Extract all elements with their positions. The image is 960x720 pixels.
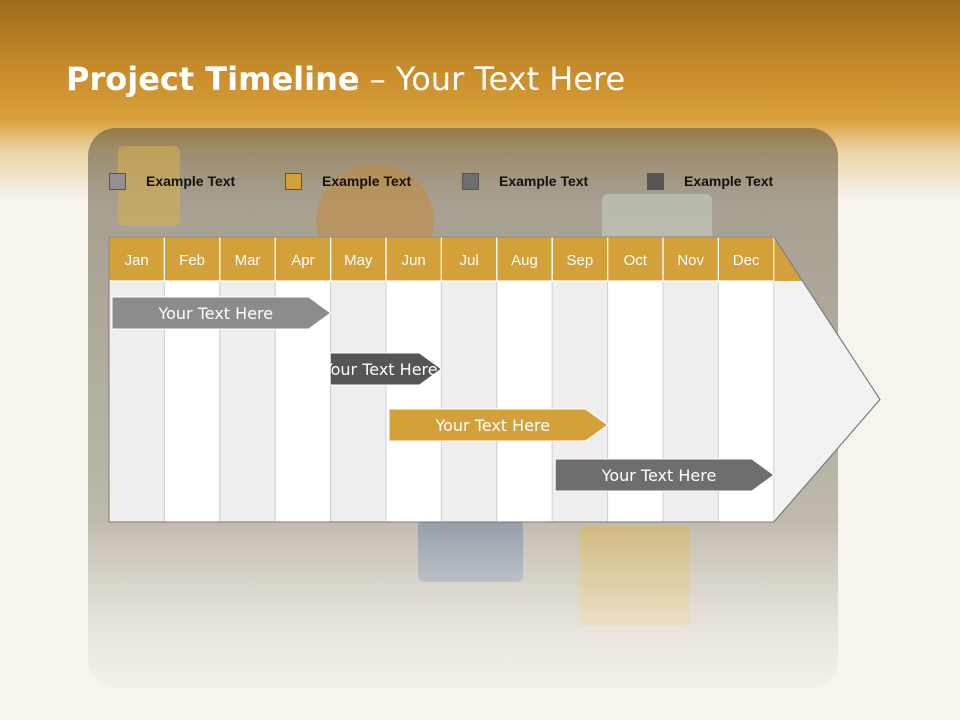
month-label: Nov	[677, 252, 704, 269]
month-label: Feb	[179, 252, 205, 269]
legend-item-1: Example Text	[109, 171, 235, 191]
month-column-jun	[385, 280, 442, 523]
legend-label: Example Text	[322, 173, 412, 189]
sticker-1	[118, 146, 180, 226]
legend-swatch	[462, 172, 479, 190]
month-column-jul	[440, 280, 498, 523]
task-label: Your Text Here	[601, 466, 717, 485]
task-label: Your Text Here	[322, 360, 438, 379]
timeline-arrow-outline	[108, 236, 881, 523]
title-rest-part: – Your Text Here	[359, 60, 626, 98]
legend-swatch	[647, 172, 664, 190]
legend-label: Example Text	[684, 173, 774, 189]
month-label: Jun	[402, 252, 426, 269]
legend-label: Example Text	[499, 173, 589, 189]
title-bold-part: Project Timeline	[66, 60, 360, 98]
task-bar	[329, 352, 443, 386]
legend-item-4: Example Text	[647, 171, 773, 191]
legend-swatch	[109, 172, 126, 190]
legend-label: Example Text	[146, 173, 236, 189]
task-label: Your Text Here	[157, 304, 273, 323]
month-label: Apr	[291, 252, 314, 269]
legend-item-3: Example Text	[462, 171, 588, 191]
legend-item-2: Example Text	[285, 171, 411, 191]
month-label: Jan	[125, 252, 149, 269]
month-header-band	[109, 237, 803, 281]
month-label: Jul	[460, 252, 479, 269]
month-label: May	[344, 252, 373, 269]
task-bar	[388, 408, 609, 442]
month-column-may	[330, 280, 387, 523]
slide-title: Project Timeline – Your Text Here	[66, 60, 625, 104]
task-bar	[111, 296, 332, 330]
month-label: Aug	[511, 252, 538, 269]
month-label: Sep	[567, 252, 594, 269]
task-bar	[554, 458, 775, 492]
month-label: Mar	[235, 252, 261, 269]
suitcase-fade	[60, 520, 880, 720]
month-column-aug	[496, 280, 553, 523]
month-label: Oct	[624, 252, 648, 269]
month-label: Dec	[733, 252, 760, 269]
task-label: Your Text Here	[434, 416, 550, 435]
legend-swatch	[285, 172, 302, 190]
